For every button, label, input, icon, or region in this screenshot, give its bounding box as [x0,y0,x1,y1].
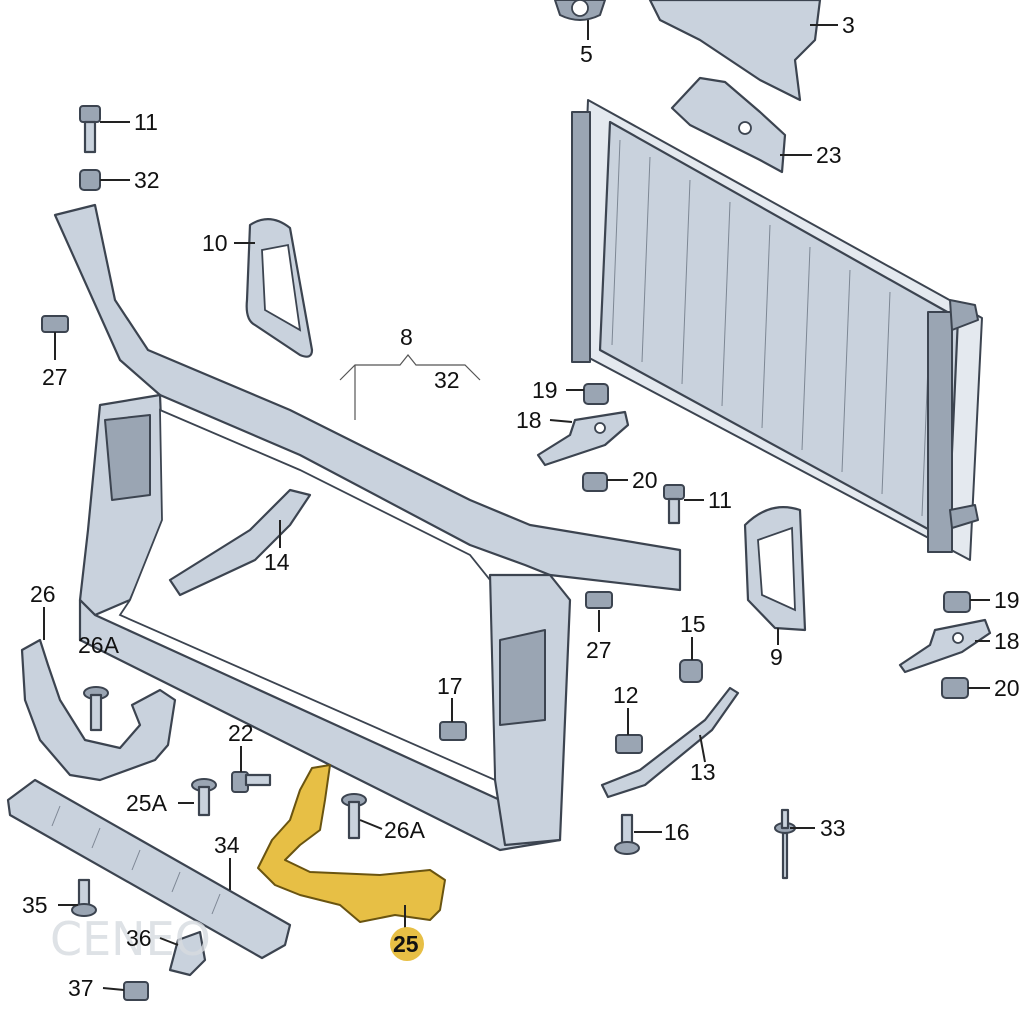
label-23: 23 [816,142,842,168]
label-14: 14 [264,549,290,575]
mount-20-upper [582,472,608,492]
label-11-top: 11 [134,109,158,135]
label-34: 34 [214,832,240,858]
bolt-11-mid [663,484,685,525]
bolt-11-top [79,105,101,154]
bolt-26A-center [341,793,367,840]
bolt-26A-left [83,686,109,732]
label-37: 37 [68,975,94,1001]
bolt-22 [231,771,272,793]
watermark: CENEO [50,912,211,966]
bracket-36 [168,930,207,977]
label-26A-center: 26A [384,817,426,843]
label-5: 5 [580,41,593,67]
part-9-gasket [743,506,807,632]
label-8: 8 [400,324,413,350]
part-10-gasket [245,218,314,358]
part-23-bracket [670,76,787,174]
front-carrier-frame [53,203,682,852]
bracket-18-upper [536,410,630,467]
label-11-mid: 11 [708,487,732,513]
label-36: 36 [126,925,152,951]
label-17: 17 [437,673,463,699]
label-26: 26 [30,581,56,607]
label-18-lower: 18 [994,628,1020,654]
label-32-brace: 32 [434,367,460,393]
leader-lines [43,20,990,991]
mount-19-upper [583,383,609,405]
label-9: 9 [770,644,783,670]
clip-37 [123,981,149,1001]
label-25: 25 [393,931,419,957]
label-26A-left: 26A [78,632,120,658]
label-20-lower: 20 [994,675,1020,701]
label-20-upper: 20 [632,467,658,493]
clip-17 [439,721,467,741]
label-10: 10 [202,230,228,256]
label-16: 16 [664,819,690,845]
bolt-25A [191,778,217,817]
clip-12 [615,734,643,754]
label-18-upper: 18 [516,407,542,433]
part-25-bracket-highlight [257,764,446,923]
bolt-35 [71,878,97,917]
bracket-18-lower [898,618,992,674]
label-33: 33 [820,815,846,841]
label-19-lower: 19 [994,587,1020,613]
label-27-left: 27 [42,364,68,390]
bar-13 [600,686,740,799]
label-25-highlight-circle [390,927,424,961]
mount-20-lower [941,677,969,699]
part-3-shroud [648,0,822,102]
part-5-grommet [554,0,606,21]
label-3: 3 [842,12,855,38]
label-13: 13 [690,759,716,785]
clip-27-left [41,315,69,333]
bolt-16 [614,813,640,855]
label-27-right: 27 [586,637,612,663]
rivet-33 [774,808,796,880]
mount-19-lower [943,591,971,613]
label-35: 35 [22,892,48,918]
nut-32-top [79,169,101,191]
bracket-26 [20,638,177,782]
brace-8 [339,354,481,420]
grommet-15 [679,659,703,683]
label-25A: 25A [126,790,168,816]
radiator [571,99,983,561]
part-14-strip [168,488,312,597]
label-19-upper: 19 [532,377,558,403]
clip-27-right [585,591,613,609]
label-12: 12 [613,682,639,708]
label-22: 22 [228,720,254,746]
label-32-top: 32 [134,167,160,193]
label-15: 15 [680,611,706,637]
bar-34 [6,778,292,960]
part-labels: 5 3 23 11 32 10 8 32 27 19 18 20 11 14 2… [22,12,1020,1001]
